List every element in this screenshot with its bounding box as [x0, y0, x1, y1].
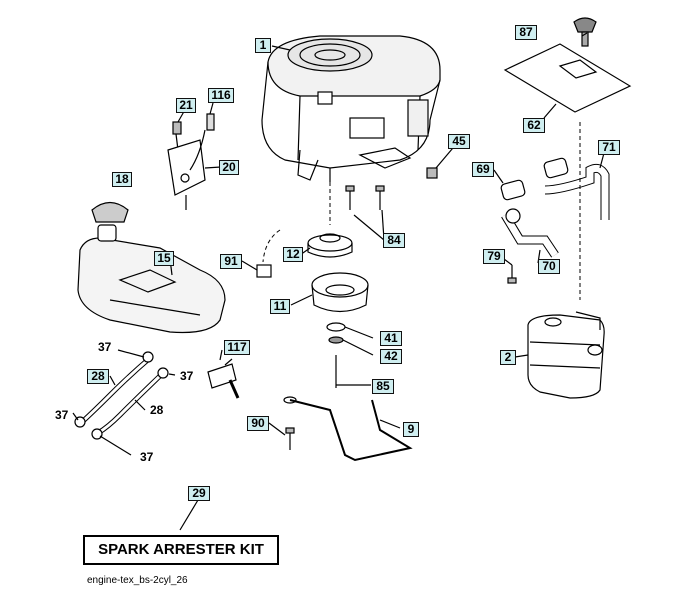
label-37: 37: [55, 408, 69, 422]
label-28: 28: [150, 403, 164, 417]
throttle-bracket-part: [167, 113, 215, 210]
callout-62: 62: [523, 118, 545, 133]
callout-1: 1: [255, 38, 271, 53]
fuel-lines-part: [74, 351, 169, 440]
callout-20: 20: [219, 160, 239, 175]
label-37: 37: [140, 450, 154, 464]
callout-42: 42: [380, 349, 402, 364]
fuel-cap-part: [91, 201, 129, 223]
callout-9: 9: [403, 422, 419, 437]
heat-shield-part: [503, 17, 632, 113]
callout-84: 84: [383, 233, 405, 248]
muffler-part: [527, 311, 605, 399]
callout-41: 41: [380, 331, 402, 346]
callout-85: 85: [372, 379, 394, 394]
pto-clutch-part: [311, 272, 369, 313]
callout-21: 21: [176, 98, 196, 113]
callout-87: 87: [515, 25, 537, 40]
label-37: 37: [98, 340, 112, 354]
rod-part: [283, 396, 413, 462]
callout-29: 29: [188, 486, 210, 501]
callout-28: 28: [87, 369, 109, 384]
callout-70: 70: [538, 259, 560, 274]
callout-18: 18: [112, 172, 132, 187]
label-37: 37: [180, 369, 194, 383]
callout-116: 116: [208, 88, 234, 103]
callout-71: 71: [598, 140, 620, 155]
callout-79: 79: [483, 249, 505, 264]
fuel-valve-part: [207, 349, 240, 399]
fuel-tank-part: [77, 224, 226, 334]
callout-12: 12: [283, 247, 303, 262]
exhaust-pipes-part: [500, 157, 610, 284]
callout-91: 91: [220, 254, 242, 269]
pulley-part: [307, 233, 353, 258]
engine-part: [261, 35, 441, 182]
callout-90: 90: [247, 416, 269, 431]
callout-69: 69: [472, 162, 494, 177]
callout-117: 117: [224, 340, 250, 355]
diagram-caption: engine-tex_bs-2cyl_26: [87, 575, 188, 586]
callout-45: 45: [448, 134, 470, 149]
callout-15: 15: [154, 251, 174, 266]
spark-arrester-kit-label: SPARK ARRESTER KIT: [83, 535, 279, 565]
callout-11: 11: [270, 299, 290, 314]
callout-2: 2: [500, 350, 516, 365]
